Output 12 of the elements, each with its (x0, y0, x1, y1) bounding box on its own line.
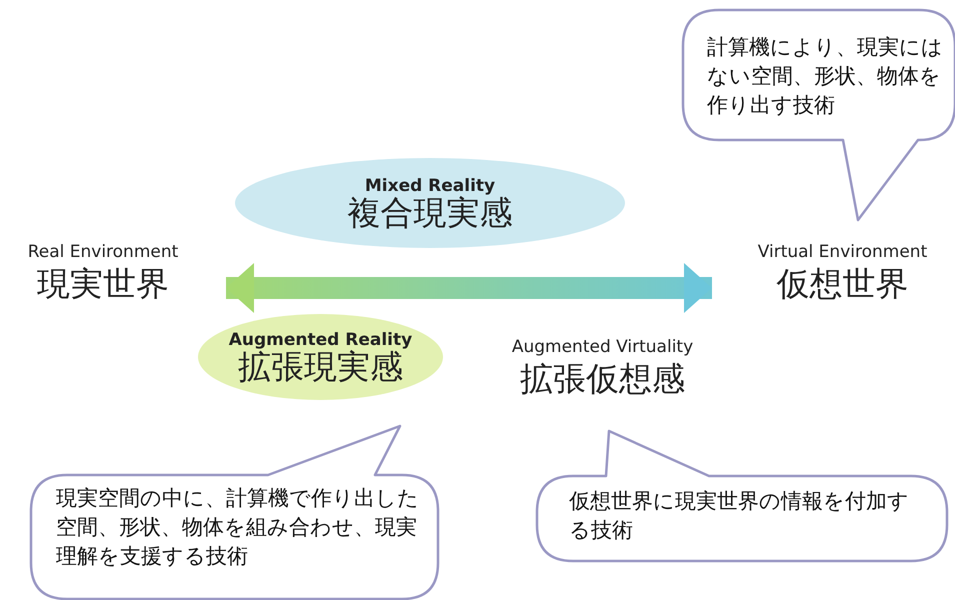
japanese-label: 現実世界 (36, 263, 170, 305)
japanese-label: 拡張仮想感 (519, 358, 686, 400)
english-label: Augmented Virtuality (510, 337, 694, 357)
speech-bubble: 現実空間の中に、計算機で作り出した空間、形状、物体を組み合わせ、現実理解を支援する技術 (29, 424, 442, 600)
speech-bubble: 仮想世界に現実世界の情報を付加する技術 (535, 429, 949, 564)
english-label: Augmented Reality (228, 330, 414, 350)
speech-bubble: 計算機により、現実にはない空間、形状、物体を作り出す技術 (681, 8, 955, 224)
arrow (226, 263, 712, 313)
japanese-label: 仮想世界 (776, 263, 910, 305)
english-label: Virtual Environment (756, 242, 928, 262)
english-label: Mixed Reality (364, 176, 496, 196)
english-label: Real Environment (26, 242, 180, 262)
